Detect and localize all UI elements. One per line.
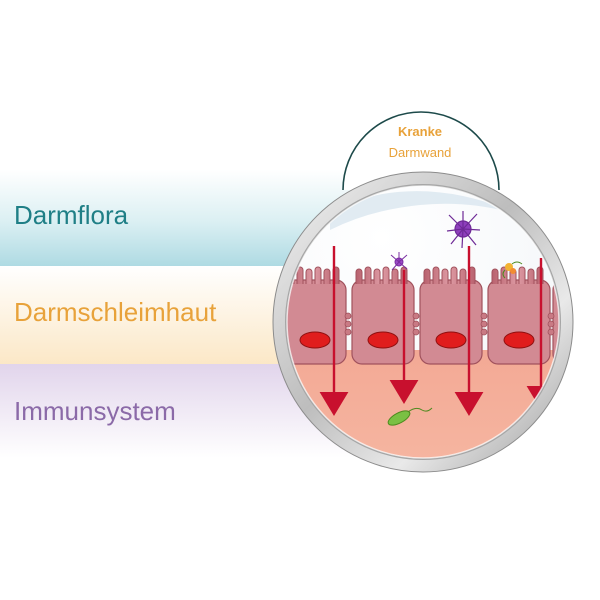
epithelial-cell xyxy=(287,266,347,365)
epithelial-cell xyxy=(351,266,415,365)
badge-subtitle: Darmwand xyxy=(388,145,452,160)
badge-arc xyxy=(342,111,500,191)
darmflora-label: Darmflora xyxy=(14,200,129,230)
immunsystem-label: Immunsystem xyxy=(14,396,176,426)
bacterium-icon xyxy=(387,407,433,426)
badge-label: Kranke Darmwand xyxy=(360,121,480,163)
darmschleimhaut-label: Darmschleimhaut xyxy=(14,297,217,327)
microbe-icon xyxy=(502,261,523,279)
badge-title: Kranke xyxy=(397,124,443,139)
epithelial-cells xyxy=(287,266,559,365)
pathogen-icon xyxy=(446,211,481,249)
epithelial-cell xyxy=(419,266,483,365)
leak-arrows xyxy=(319,246,556,416)
epithelial-cell xyxy=(487,266,551,365)
pathogen-small-icon xyxy=(390,252,408,271)
